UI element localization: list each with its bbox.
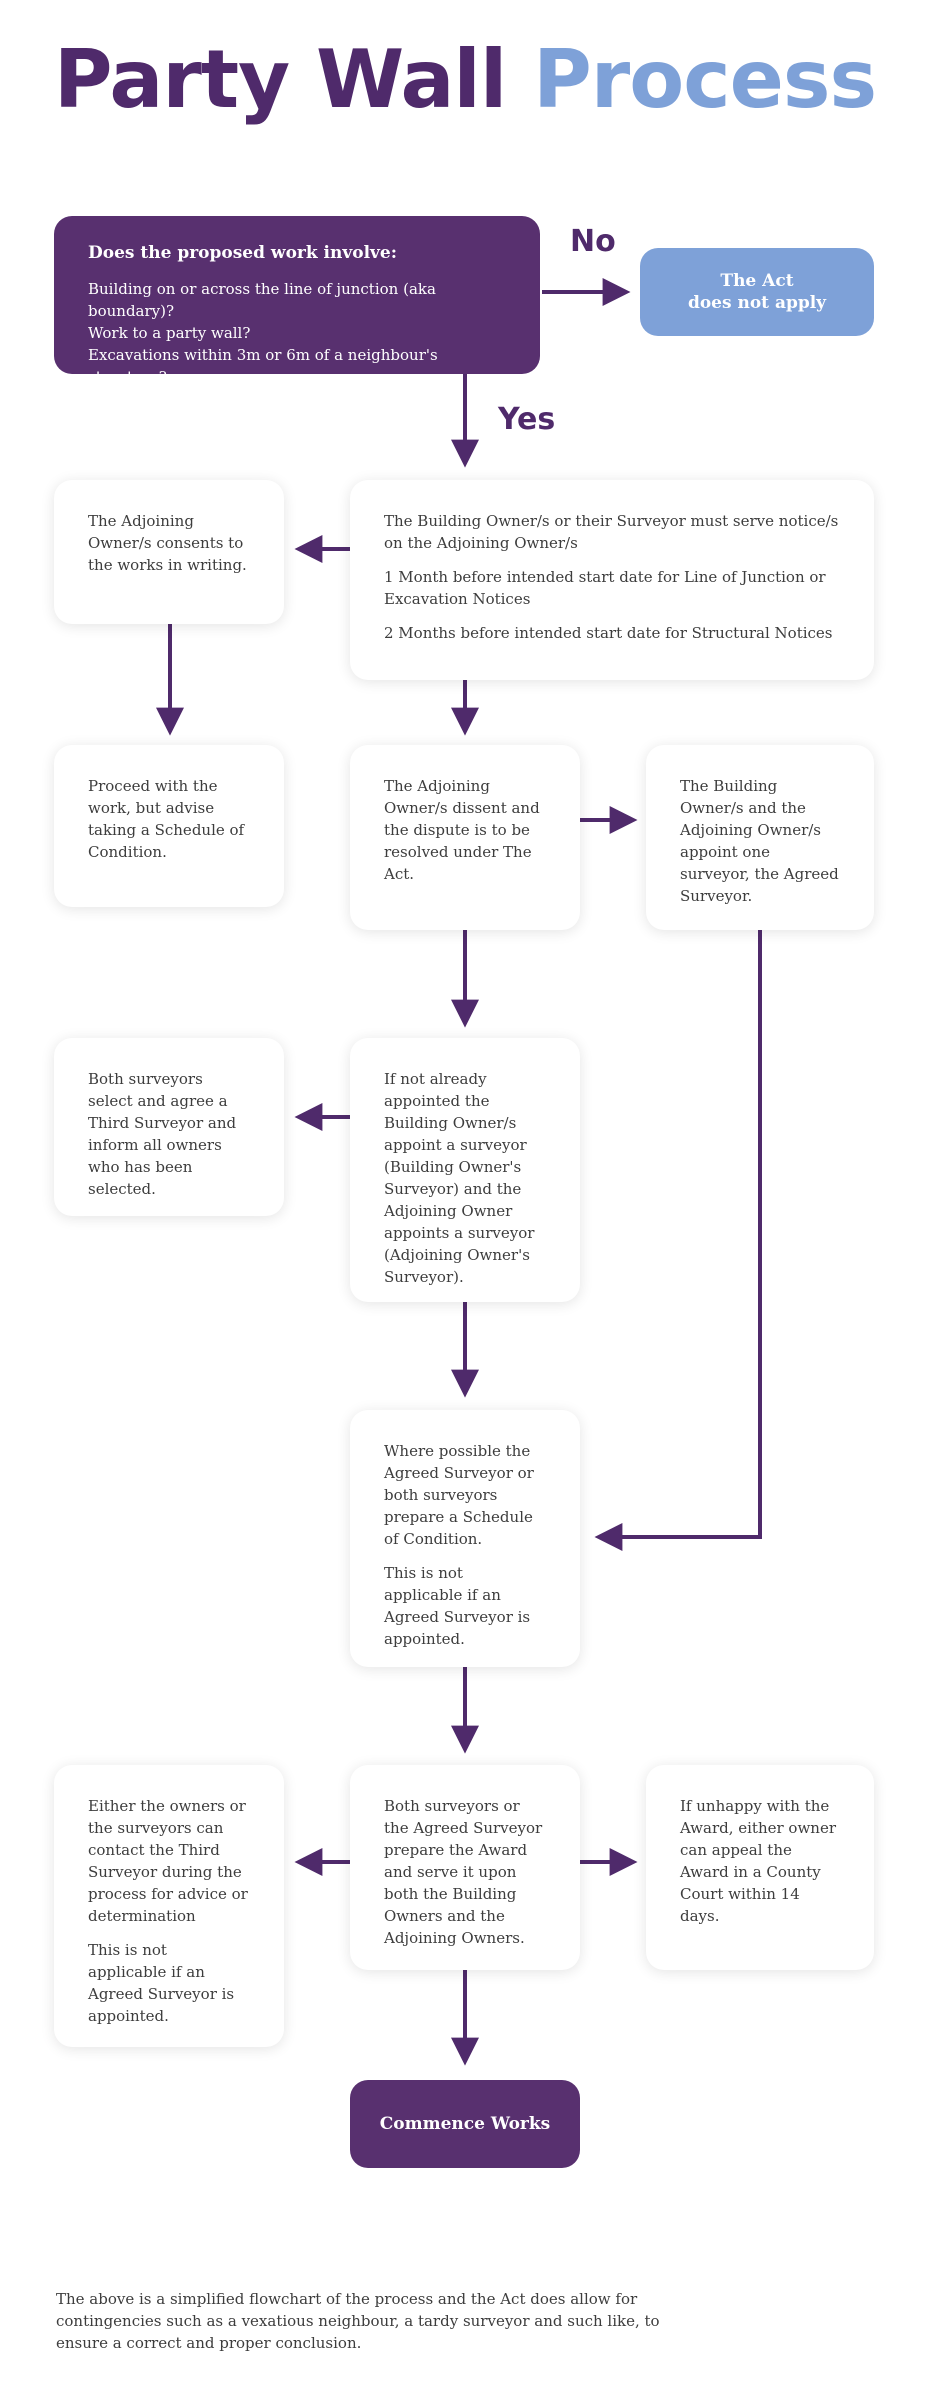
not-apply-line-1: The Act <box>720 271 794 291</box>
no-label: No <box>570 224 616 259</box>
commence-works-box: Commence Works <box>350 2080 580 2168</box>
appoint-surveyors-box: If not already appointed the Building Ow… <box>350 1038 580 1302</box>
question-line-1: Building on or across the line of juncti… <box>88 280 436 320</box>
contact-third-note: This is not applicable if an Agreed Surv… <box>88 1941 235 2025</box>
serve-notice-box: The Building Owner/s or their Surveyor m… <box>350 480 874 680</box>
award-text: Both surveyors or the Agreed Surveyor pr… <box>384 1797 543 1947</box>
schedule-text: Where possible the Agreed Surveyor or bo… <box>384 1442 534 1548</box>
arrow-agreed-to-schedule <box>594 930 762 1551</box>
appoint-surveyors-text: If not already appointed the Building Ow… <box>384 1070 535 1286</box>
question-line-3: Excavations within 3m or 6m of a neighbo… <box>88 346 438 386</box>
commence-works-text: Commence Works <box>379 2114 551 2134</box>
schedule-of-condition-box: Where possible the Agreed Surveyor or bo… <box>350 1410 580 1667</box>
third-surveyor-text: Both surveyors select and agree a Third … <box>88 1070 237 1198</box>
third-surveyor-box: Both surveyors select and agree a Third … <box>54 1038 284 1216</box>
page-title: Party Wall Process <box>0 36 930 124</box>
proceed-text: Proceed with the work, but advise taking… <box>88 777 245 861</box>
serve-notice-one-month: 1 Month before intended start date for L… <box>384 568 826 608</box>
question-heading: Does the proposed work involve: <box>88 243 398 263</box>
appeal-text: If unhappy with the Award, either owner … <box>680 1797 837 1925</box>
dissent-text: The Adjoining Owner/s dissent and the di… <box>384 777 540 883</box>
contact-third-box: Either the owners or the surveyors can c… <box>54 1765 284 2047</box>
not-apply-box: The Act does not apply <box>640 248 874 336</box>
question-box: Does the proposed work involve: Building… <box>54 216 540 386</box>
serve-notice-text: The Building Owner/s or their Surveyor m… <box>384 512 839 552</box>
schedule-note: This is not applicable if an Agreed Surv… <box>384 1564 531 1648</box>
title-part-1: Party Wall <box>53 33 507 126</box>
footer-note: The above is a simplified flowchart of t… <box>56 2290 660 2352</box>
contact-third-text: Either the owners or the surveyors can c… <box>88 1797 248 1925</box>
dissent-box: The Adjoining Owner/s dissent and the di… <box>350 745 580 930</box>
question-line-2: Work to a party wall? <box>88 324 251 342</box>
not-apply-line-2: does not apply <box>687 293 827 313</box>
appeal-box: If unhappy with the Award, either owner … <box>646 1765 874 1970</box>
consents-box: The Adjoining Owner/s consents to the wo… <box>54 480 284 624</box>
proceed-box: Proceed with the work, but advise taking… <box>54 745 284 907</box>
consents-text: The Adjoining Owner/s consents to the wo… <box>88 512 247 574</box>
agreed-surveyor-text: The Building Owner/s and the Adjoining O… <box>680 777 839 905</box>
agreed-surveyor-box: The Building Owner/s and the Adjoining O… <box>646 745 874 930</box>
serve-notice-two-months: 2 Months before intended start date for … <box>384 624 833 642</box>
yes-label: Yes <box>498 402 556 437</box>
award-box: Both surveyors or the Agreed Surveyor pr… <box>350 1765 580 1970</box>
title-part-2: Process <box>533 33 877 126</box>
